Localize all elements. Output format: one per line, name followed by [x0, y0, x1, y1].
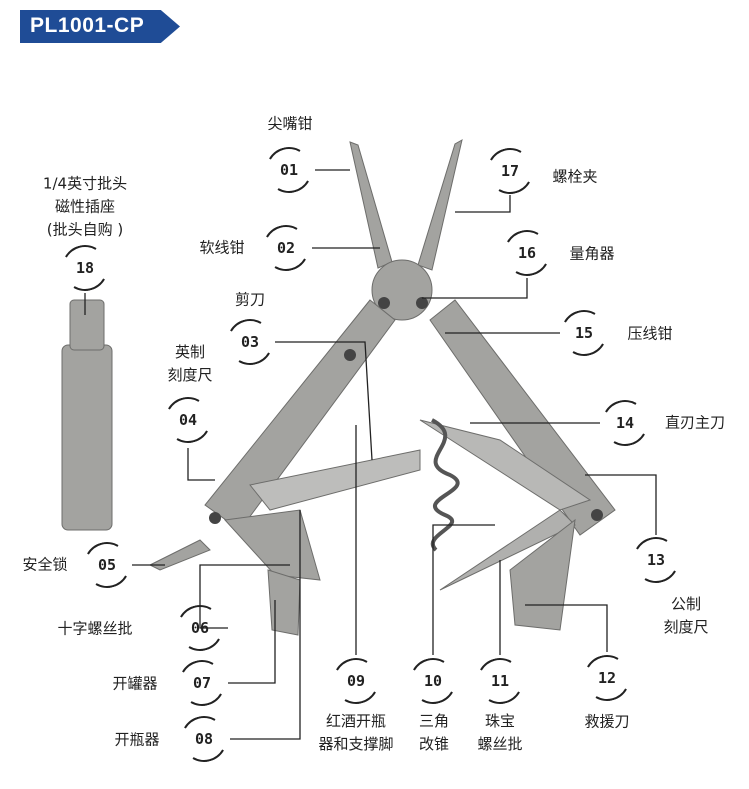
callout-13: 13 [627, 531, 685, 589]
callout-08: 08 [175, 710, 233, 768]
callout-number: 18 [75, 259, 95, 277]
rivets [209, 297, 603, 524]
part-label-13: 公制刻度尺 [663, 593, 708, 639]
part-label-15: 压线钳 [627, 323, 672, 346]
label-line: 安全锁 [22, 555, 68, 574]
callout-03: 03 [221, 313, 279, 371]
model-banner: PL1001-CP [20, 10, 180, 43]
callout-01: 01 [260, 141, 318, 199]
rescue-knife [509, 518, 576, 631]
label-line: 软线钳 [199, 238, 245, 257]
label-line: 公制 [670, 595, 702, 613]
callout-number: 06 [190, 619, 210, 637]
bottle-opener [267, 569, 301, 636]
callout-number: 08 [194, 730, 214, 748]
label-line: (批头自购 ) [46, 220, 124, 239]
part-label-14: 直刃主刀 [665, 412, 725, 435]
callout-16: 16 [498, 224, 556, 282]
callout-number: 12 [597, 669, 617, 687]
callout-06: 06 [171, 599, 229, 657]
callout-15: 15 [555, 304, 613, 362]
part-label-11: 珠宝螺丝批 [477, 710, 522, 756]
callout-number: 15 [574, 324, 594, 342]
callout-09: 09 [327, 652, 385, 710]
callout-number: 01 [279, 161, 299, 179]
label-line: 英制 [174, 343, 206, 361]
can-opener [223, 509, 321, 581]
label-line: 刻度尺 [167, 366, 213, 384]
callout-04: 04 [159, 391, 217, 449]
part-label-06: 十字螺丝批 [57, 618, 132, 641]
label-line: 直刃主刀 [664, 413, 726, 432]
triangle-file [439, 509, 576, 591]
main-blade [419, 419, 592, 511]
callout-number: 13 [646, 551, 666, 569]
leader-lines [84, 169, 657, 740]
callout-18: 18 [56, 239, 114, 297]
callout-number: 09 [346, 672, 366, 690]
corkscrew [431, 418, 460, 552]
part-label-08: 开瓶器 [114, 729, 159, 752]
callout-05: 05 [78, 536, 136, 594]
label-line: 改锥 [418, 735, 450, 753]
callout-number: 16 [517, 244, 537, 262]
part-label-07: 开罐器 [112, 673, 157, 696]
plier-jaw-right [417, 138, 463, 271]
callout-number: 02 [276, 239, 296, 257]
callout-14: 14 [596, 394, 654, 452]
part-label-09: 红酒开瓶器和支撑脚 [318, 710, 393, 756]
callout-number: 14 [615, 414, 635, 432]
callout-number: 11 [490, 672, 510, 690]
callout-17: 17 [481, 142, 539, 200]
label-line: 压线钳 [627, 324, 673, 343]
label-line: 螺丝批 [477, 735, 523, 753]
label-line: 三角 [418, 712, 450, 730]
label-line: 红酒开瓶 [325, 712, 387, 730]
label-line: 量角器 [569, 244, 615, 263]
part-label-04: 英制刻度尺 [167, 341, 212, 387]
label-line: 救援刀 [584, 712, 630, 731]
callout-12: 12 [578, 649, 636, 707]
callout-10: 10 [404, 652, 462, 710]
model-title: PL1001-CP [30, 14, 145, 37]
label-line: 器和支撑脚 [318, 735, 394, 753]
part-label-01: 尖嘴钳 [267, 113, 312, 136]
label-line: 开瓶器 [114, 730, 160, 749]
part-label-05: 安全锁 [22, 554, 67, 577]
label-line: 螺栓夹 [552, 167, 598, 186]
label-line: 刻度尺 [663, 618, 709, 636]
callout-number: 05 [97, 556, 117, 574]
callout-02: 02 [257, 219, 315, 277]
scissors [249, 449, 421, 511]
callout-number: 03 [240, 333, 260, 351]
part-label-02: 软线钳 [199, 237, 244, 260]
part-label-03: 剪刀 [235, 289, 265, 312]
compact-tool-head [69, 299, 105, 351]
label-line: 尖嘴钳 [267, 114, 313, 133]
label-line: 开罐器 [112, 674, 158, 693]
part-label-17: 螺栓夹 [552, 166, 597, 189]
label-line: 十字螺丝批 [57, 619, 133, 638]
label-line: 磁性插座 [54, 197, 115, 216]
compact-tool [61, 344, 113, 531]
part-label-16: 量角器 [569, 243, 614, 266]
callout-11: 11 [471, 652, 529, 710]
label-line: 1/4英寸批头 [42, 174, 128, 193]
part-label-18: 1/4英寸批头磁性插座 (批头自购 ) [43, 173, 127, 242]
callout-07: 07 [173, 654, 231, 712]
label-line: 剪刀 [234, 290, 266, 309]
callout-number: 04 [178, 411, 198, 429]
plier-jaw-left [349, 141, 393, 269]
safety-lock [148, 539, 211, 571]
callout-number: 10 [423, 672, 443, 690]
callout-number: 17 [500, 162, 520, 180]
callout-number: 07 [192, 674, 212, 692]
label-line: 珠宝 [484, 712, 516, 730]
part-label-10: 三角改锥 [419, 710, 449, 756]
part-label-12: 救援刀 [584, 711, 629, 734]
